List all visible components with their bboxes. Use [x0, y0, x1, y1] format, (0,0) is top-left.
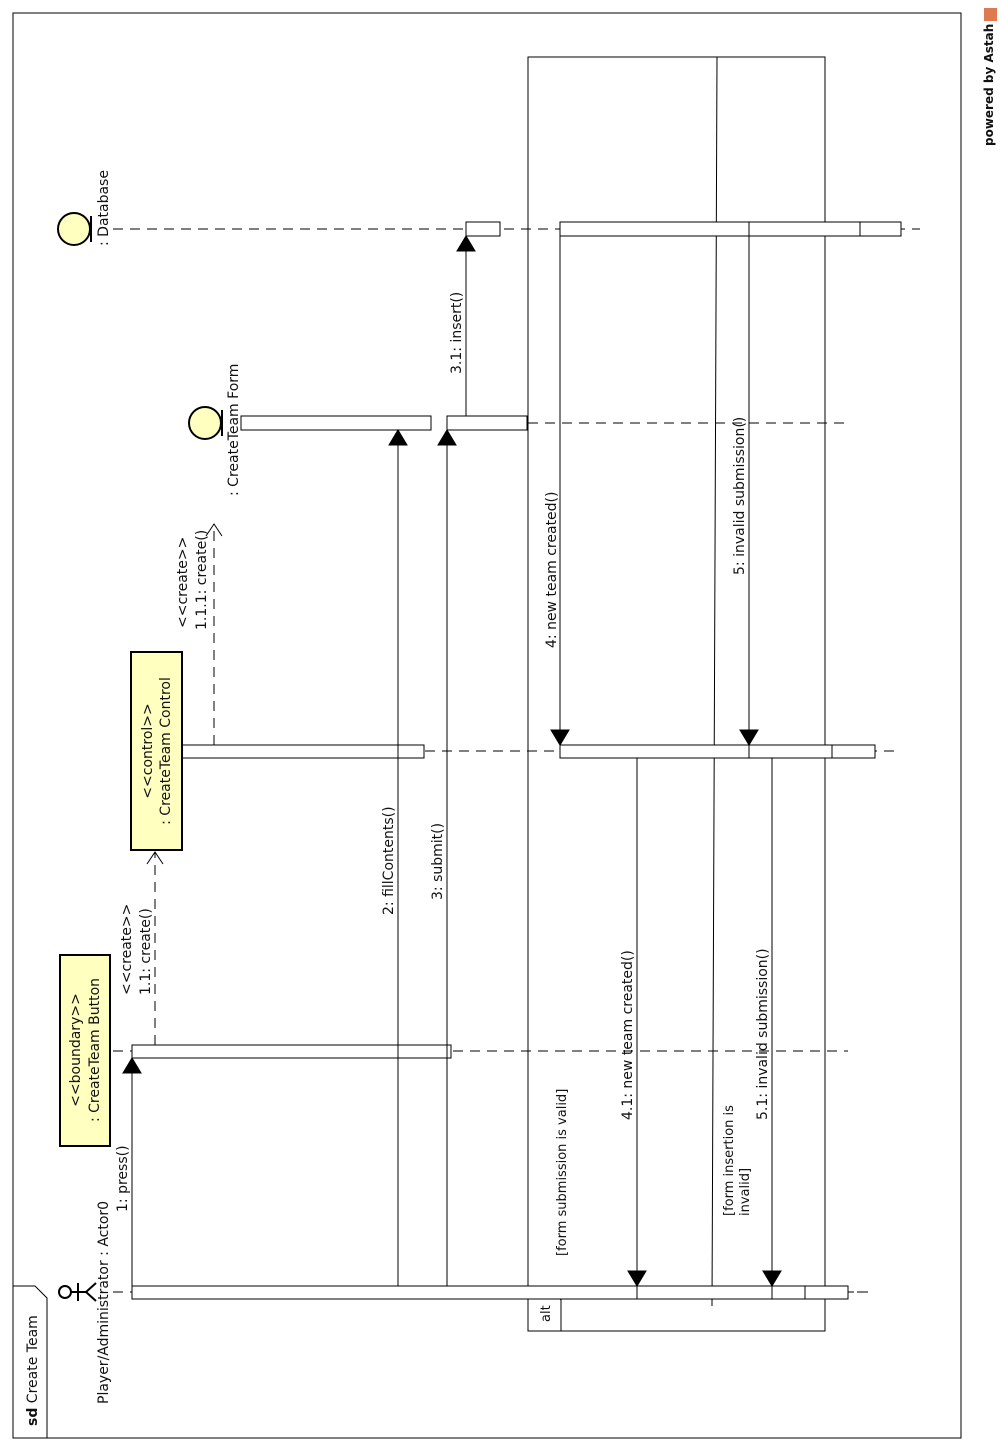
form-label: : CreateTeam Form [226, 364, 242, 496]
msg-invalid-submission-2: 5.1: invalid submission() [755, 948, 771, 1120]
control-stereotype: <<control>> [140, 703, 156, 798]
arrowheads [122, 235, 782, 1287]
activation-control-alt [559, 744, 876, 759]
msg-create-button: 1.1: create() [138, 908, 154, 995]
activation-form-submit [446, 415, 528, 431]
activation-control [181, 744, 425, 759]
activation-actor [131, 1285, 849, 1300]
msg-new-team-created-2: 4.1: new team created() [620, 950, 636, 1120]
svg-text:powered by Astah: powered by Astah [982, 24, 996, 146]
activation-database-alt [559, 221, 902, 237]
actor-icon [58, 1282, 97, 1302]
msg-fill-contents: 2: fillContents() [381, 806, 397, 915]
frame-label-tab [12, 1285, 48, 1439]
msg-insert: 3.1: insert() [449, 292, 465, 374]
msg-create-form-stereotype: <<create>> [175, 537, 191, 628]
msg-create-button-stereotype: <<create>> [119, 904, 135, 995]
activation-database-insert [465, 221, 501, 237]
alt-guard-valid: [form submission is valid] [555, 1089, 570, 1256]
alt-fragment [527, 56, 826, 1332]
frame-label: sd Create Team [25, 1315, 41, 1426]
msg-create-form: 1.1.1: create() [194, 530, 210, 630]
message-arrows [131, 222, 773, 1299]
astah-logo-icon [984, 8, 997, 21]
activation-button [131, 1044, 452, 1059]
activation-form-fill [240, 415, 432, 431]
activation-bars [131, 221, 902, 1300]
database-label: : Database [96, 170, 112, 246]
entity-circle-icon [57, 212, 92, 246]
msg-invalid-submission: 5: invalid submission() [732, 417, 748, 575]
actor-label: Player/Administrator : Actor0 [96, 1201, 112, 1404]
control-box [130, 651, 183, 851]
button-stereotype: <<boundary>> [68, 993, 84, 1107]
msg-submit: 3: submit() [430, 823, 446, 900]
button-box [59, 954, 111, 1147]
boundary-circle-icon [188, 406, 223, 440]
astah-watermark: powered by Astah [982, 8, 997, 146]
control-name: : CreateTeam Control [158, 677, 174, 825]
msg-new-team-created: 4: new team created() [544, 492, 560, 648]
button-name: : CreateTeam Button [87, 978, 103, 1122]
alt-guard-invalid-line2: invalid] [738, 1168, 753, 1216]
alt-operator: alt [539, 1305, 554, 1322]
alt-guard-invalid-line1: [form insertion is [722, 1105, 737, 1216]
msg-press: 1: press() [115, 1145, 131, 1212]
